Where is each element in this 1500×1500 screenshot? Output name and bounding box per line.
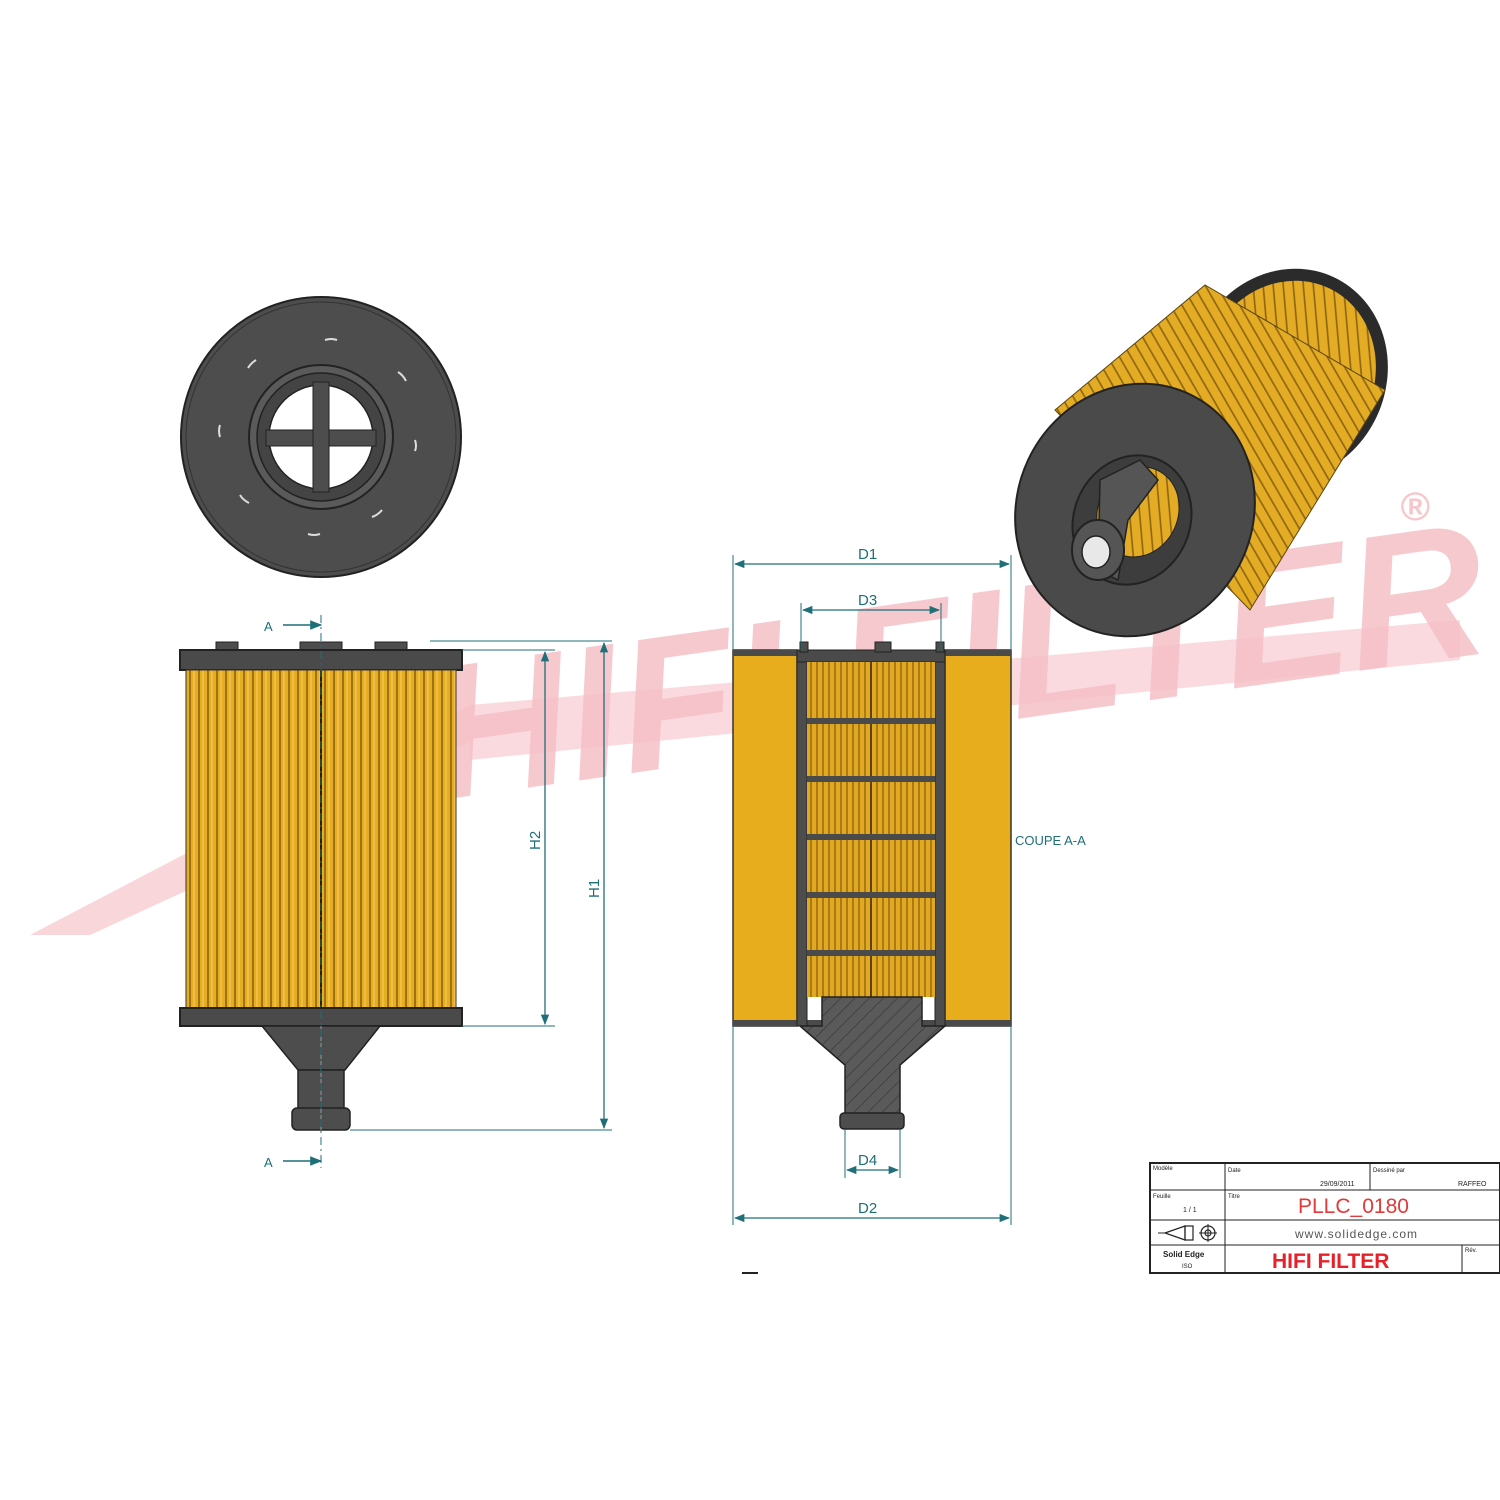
section-mark-bottom: A xyxy=(264,1155,273,1170)
isometric-view xyxy=(1014,268,1388,638)
section-view xyxy=(732,641,1012,1130)
dimension-d3-label: D3 xyxy=(858,592,877,609)
title-block: Modèle Date 29/09/2011 Dessiné par RAFFE… xyxy=(1149,1162,1500,1274)
projection-symbol-icon xyxy=(1158,1224,1217,1242)
dimension-h1: H1 xyxy=(350,640,612,1131)
title-block-field-date: Date xyxy=(1228,1168,1241,1174)
watermark-registered-mark: ® xyxy=(1400,485,1430,529)
dimension-d2: D2 xyxy=(732,1026,1012,1225)
title-block-field-rev: Rév. xyxy=(1465,1248,1477,1254)
dimension-d3: D3 xyxy=(800,592,942,650)
title-block-date-value: 29/09/2011 xyxy=(1320,1181,1355,1188)
title-block-sheet-value: 1 / 1 xyxy=(1183,1207,1197,1214)
title-block-software: Solid Edge xyxy=(1163,1250,1205,1259)
dimension-d1: D1 xyxy=(732,546,1012,650)
title-block-field-sheet: Feuille xyxy=(1153,1194,1171,1200)
dimension-d1-label: D1 xyxy=(858,546,877,563)
dimension-h1-label: H1 xyxy=(586,879,603,898)
dimension-d4: D4 xyxy=(844,1130,901,1178)
section-label: COUPE A-A xyxy=(1015,833,1086,848)
title-block-field-model: Modèle xyxy=(1153,1166,1173,1172)
title-block-field-title: Titre xyxy=(1228,1194,1240,1200)
title-block-part-number: PLLC_0180 xyxy=(1298,1195,1409,1218)
title-block-url: www.solidedge.com xyxy=(1294,1227,1418,1241)
dimension-d4-label: D4 xyxy=(858,1152,877,1169)
dimension-h2-label: H2 xyxy=(527,831,544,850)
top-view xyxy=(180,296,462,578)
dimension-d2-label: D2 xyxy=(858,1200,877,1217)
section-mark-top: A xyxy=(264,619,273,634)
dimension-h2: H2 xyxy=(462,649,555,1027)
title-block-brand: HIFI FILTER xyxy=(1272,1250,1389,1273)
title-block-field-drawn-by: Dessiné par xyxy=(1373,1168,1405,1174)
title-block-drawn-by-value: RAFFEO xyxy=(1458,1181,1487,1188)
section-line-a: A A xyxy=(264,615,323,1170)
title-block-software-sub: ISO xyxy=(1182,1264,1193,1270)
